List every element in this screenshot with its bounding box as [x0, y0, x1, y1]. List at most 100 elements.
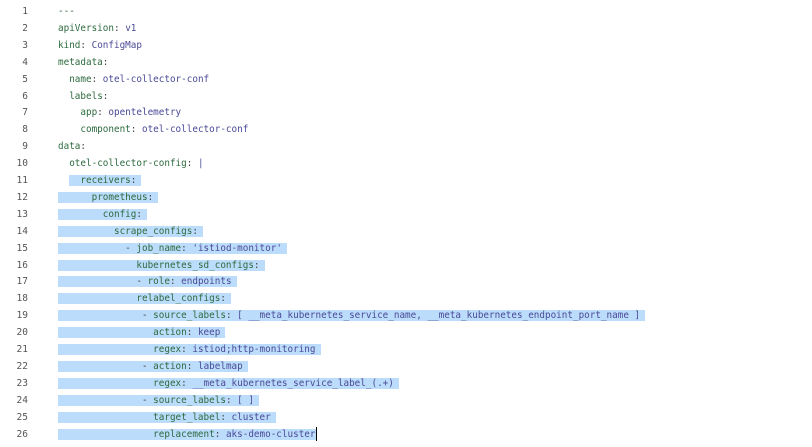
yaml-key: apiVersion [58, 22, 114, 34]
line-text: apiVersion: v1 [58, 22, 137, 34]
code-line[interactable]: 1 --- [0, 3, 812, 20]
yaml-key: app [80, 107, 98, 119]
yaml-value: cluster [231, 411, 271, 423]
code-line[interactable]: 4 metadata: [0, 54, 812, 71]
yaml-key: target_label [153, 411, 221, 423]
line-number: 6 [22, 90, 28, 102]
yaml-value: [ __meta_kubernetes_service_name, __meta… [237, 310, 641, 322]
yaml-value: | [197, 158, 204, 170]
code-line[interactable]: 23 regex: __meta_kubernetes_service_labe… [0, 375, 812, 392]
line-number: 17 [16, 276, 28, 288]
code-line[interactable]: 21 regex: istiod;http-monitoring [0, 341, 812, 358]
line-number: 1 [22, 6, 28, 17]
code-line[interactable]: 12 prometheus: [0, 189, 812, 206]
code-line[interactable]: 18 relabel_configs: [0, 290, 812, 307]
line-text: metadata: [58, 56, 109, 68]
line-text: kubernetes_sd_configs: [58, 257, 265, 274]
yaml-key: job_name [136, 242, 182, 254]
yaml-key: component [80, 124, 131, 136]
line-number: 7 [22, 107, 28, 119]
text-cursor [315, 427, 317, 441]
yaml-key: regex [153, 344, 182, 355]
line-text: relabel_configs: [58, 290, 231, 307]
yaml-key: action [153, 360, 187, 372]
line-number: 14 [16, 225, 28, 237]
line-number: 4 [22, 56, 28, 68]
yaml-value: otel-collector-conf [141, 124, 249, 136]
yaml-key: action [153, 327, 187, 339]
line-text: data: [58, 141, 86, 153]
line-number: 20 [16, 327, 28, 339]
line-text: - source_labels: [ ] [58, 392, 259, 409]
code-line[interactable]: 15 - job_name: 'istiod-monitor' [0, 240, 812, 257]
code-line[interactable]: 26 replacement: aks-demo-cluster [0, 426, 812, 443]
line-text: receivers: [58, 172, 142, 189]
line-text: target_label: cluster [58, 409, 276, 426]
line-number: 11 [16, 175, 28, 186]
yaml-key: labels [69, 90, 103, 102]
yaml-value: __meta_kubernetes_service_label_(.+) [192, 377, 394, 389]
line-number: 9 [22, 141, 28, 153]
code-line[interactable]: 25 target_label: cluster [0, 409, 812, 426]
line-text: regex: __meta_kubernetes_service_label_(… [58, 375, 399, 392]
line-text: - role: endpoints [58, 273, 237, 290]
code-line[interactable]: 16 kubernetes_sd_configs: [0, 257, 812, 274]
yaml-key: replacement [153, 428, 215, 440]
line-number: 18 [16, 293, 28, 305]
line-text: - job_name: 'istiod-monitor' [58, 240, 287, 257]
yaml-key: source_labels [153, 394, 226, 406]
code-line[interactable]: 3 kind: ConfigMap [0, 37, 812, 54]
code-line[interactable]: 10 otel-collector-config: | [0, 155, 812, 172]
yaml-key: otel-collector-config [69, 158, 187, 170]
code-line[interactable]: 5 name: otel-collector-conf [0, 71, 812, 88]
yaml-key: metadata [58, 56, 103, 68]
line-number: 13 [16, 208, 28, 220]
yaml-key: regex [153, 377, 182, 389]
line-text: prometheus: [58, 189, 159, 206]
line-text: kind: ConfigMap [58, 39, 142, 51]
code-line[interactable]: 14 scrape_configs: [0, 223, 812, 240]
code-line[interactable]: 24 - source_labels: [ ] [0, 392, 812, 409]
line-text: - source_labels: [ __meta_kubernetes_ser… [58, 307, 646, 324]
yaml-value: aks-demo-cluster [225, 428, 316, 440]
line-text: - action: labelmap [58, 358, 248, 375]
line-number: 23 [16, 377, 28, 389]
yaml-key: role [147, 276, 170, 288]
yaml-value: 'istiod-monitor' [192, 242, 282, 254]
line-number: 12 [16, 191, 28, 203]
line-number: 26 [16, 428, 28, 440]
line-text: --- [58, 3, 75, 20]
line-number: 19 [16, 310, 28, 322]
line-number: 3 [22, 39, 28, 51]
line-text: config: [58, 206, 147, 223]
yaml-value: keep [197, 327, 221, 339]
yaml-key: receivers [80, 175, 131, 186]
line-text: name: otel-collector-conf [69, 73, 210, 85]
code-line[interactable]: 7 app: opentelemetry [0, 104, 812, 121]
yaml-value: labelmap [197, 360, 243, 372]
yaml-key: prometheus [91, 191, 148, 203]
line-text: replacement: aks-demo-cluster [58, 426, 317, 443]
line-text: otel-collector-config: | [69, 158, 204, 170]
line-number: 5 [22, 73, 28, 85]
line-text: labels: [69, 90, 109, 102]
code-line[interactable]: 17 - role: endpoints [0, 273, 812, 290]
yaml-key: data [58, 141, 81, 153]
code-line[interactable]: 8 component: otel-collector-conf [0, 121, 812, 138]
code-line[interactable]: 19 - source_labels: [ __meta_kubernetes_… [0, 307, 812, 324]
code-line[interactable]: 13 config: [0, 206, 812, 223]
line-text: app: opentelemetry [80, 107, 182, 119]
code-line[interactable]: 11 receivers: [0, 172, 812, 189]
code-line[interactable]: 20 action: keep [0, 324, 812, 341]
code-line[interactable]: 9 data: [0, 138, 812, 155]
yaml-value: opentelemetry [108, 107, 182, 119]
yaml-value: otel-collector-conf [102, 73, 210, 85]
yaml-key: --- [58, 6, 75, 17]
yaml-key: kind [58, 39, 81, 51]
code-line[interactable]: 22 - action: labelmap [0, 358, 812, 375]
yaml-key: config [102, 208, 137, 220]
line-text: regex: istiod;http-monitoring [58, 341, 321, 358]
line-number: 25 [16, 411, 28, 423]
code-line[interactable]: 6 labels: [0, 88, 812, 105]
